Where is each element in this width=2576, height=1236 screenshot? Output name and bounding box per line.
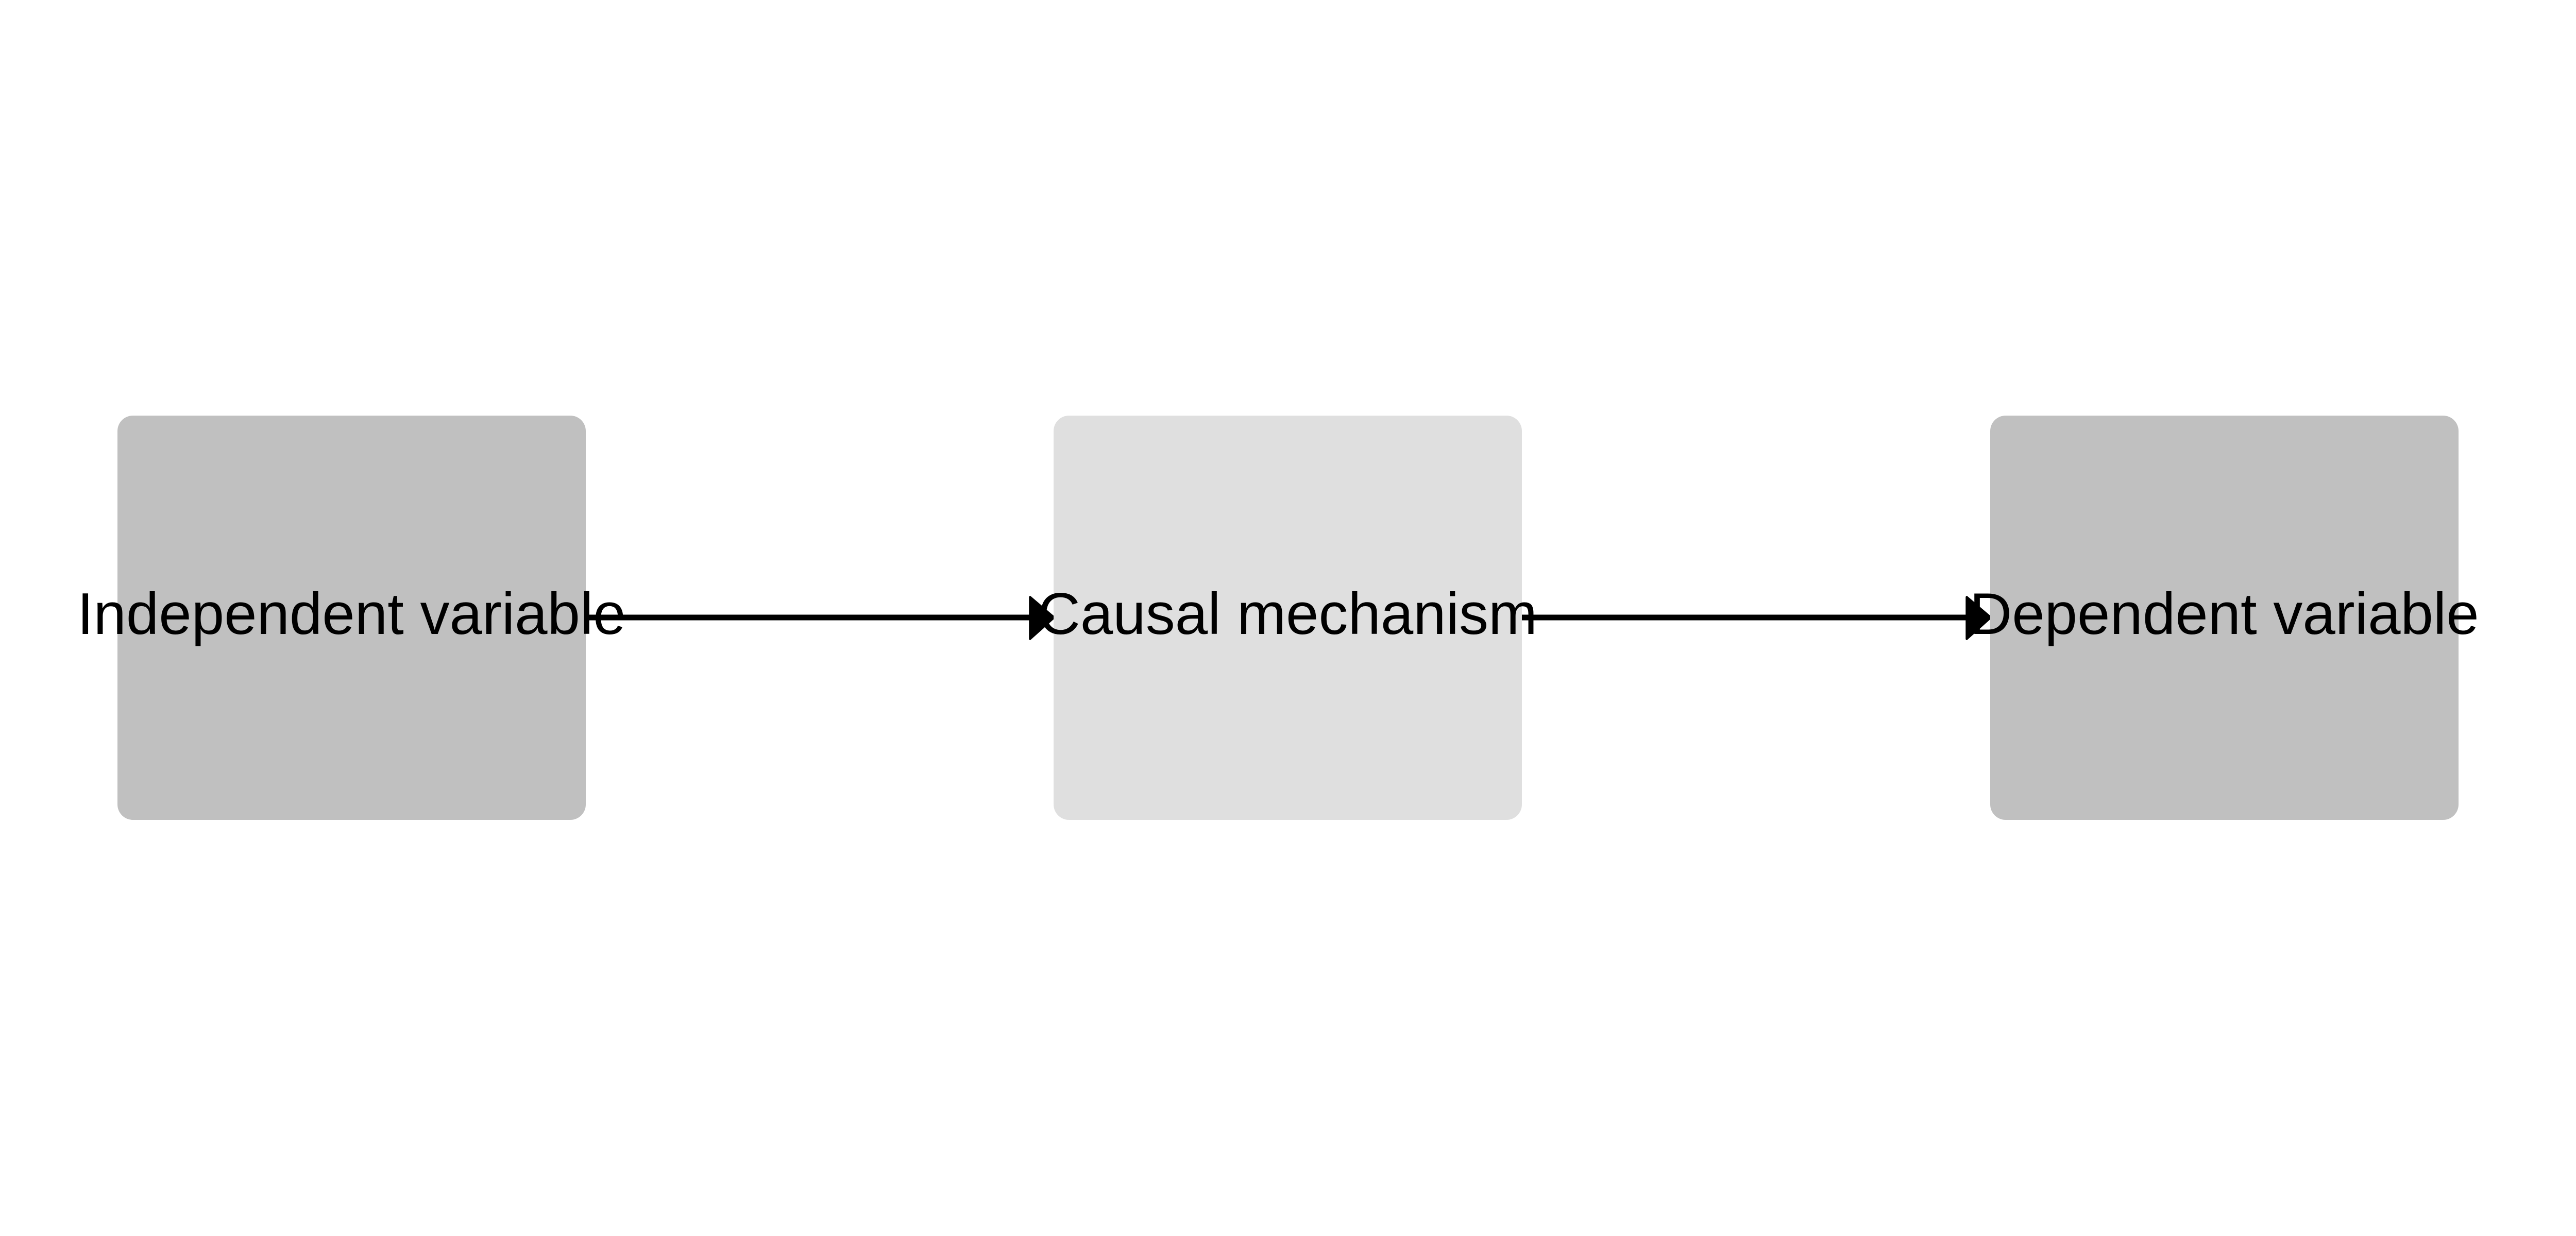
edge-independent-to-mechanism — [585, 596, 1055, 640]
node-label: Dependent variable — [1969, 581, 2479, 647]
node-label: Independent variable — [77, 581, 626, 647]
node-label: Causal mechanism — [1038, 581, 1537, 647]
arrowhead-icon — [1965, 596, 1992, 640]
edge-mechanism-to-dependent — [1521, 596, 1992, 640]
node-independent-variable: Independent variable — [77, 416, 626, 820]
node-causal-mechanism: Causal mechanism — [1038, 416, 1537, 820]
arrowhead-icon — [1029, 596, 1055, 640]
node-dependent-variable: Dependent variable — [1970, 416, 2479, 820]
